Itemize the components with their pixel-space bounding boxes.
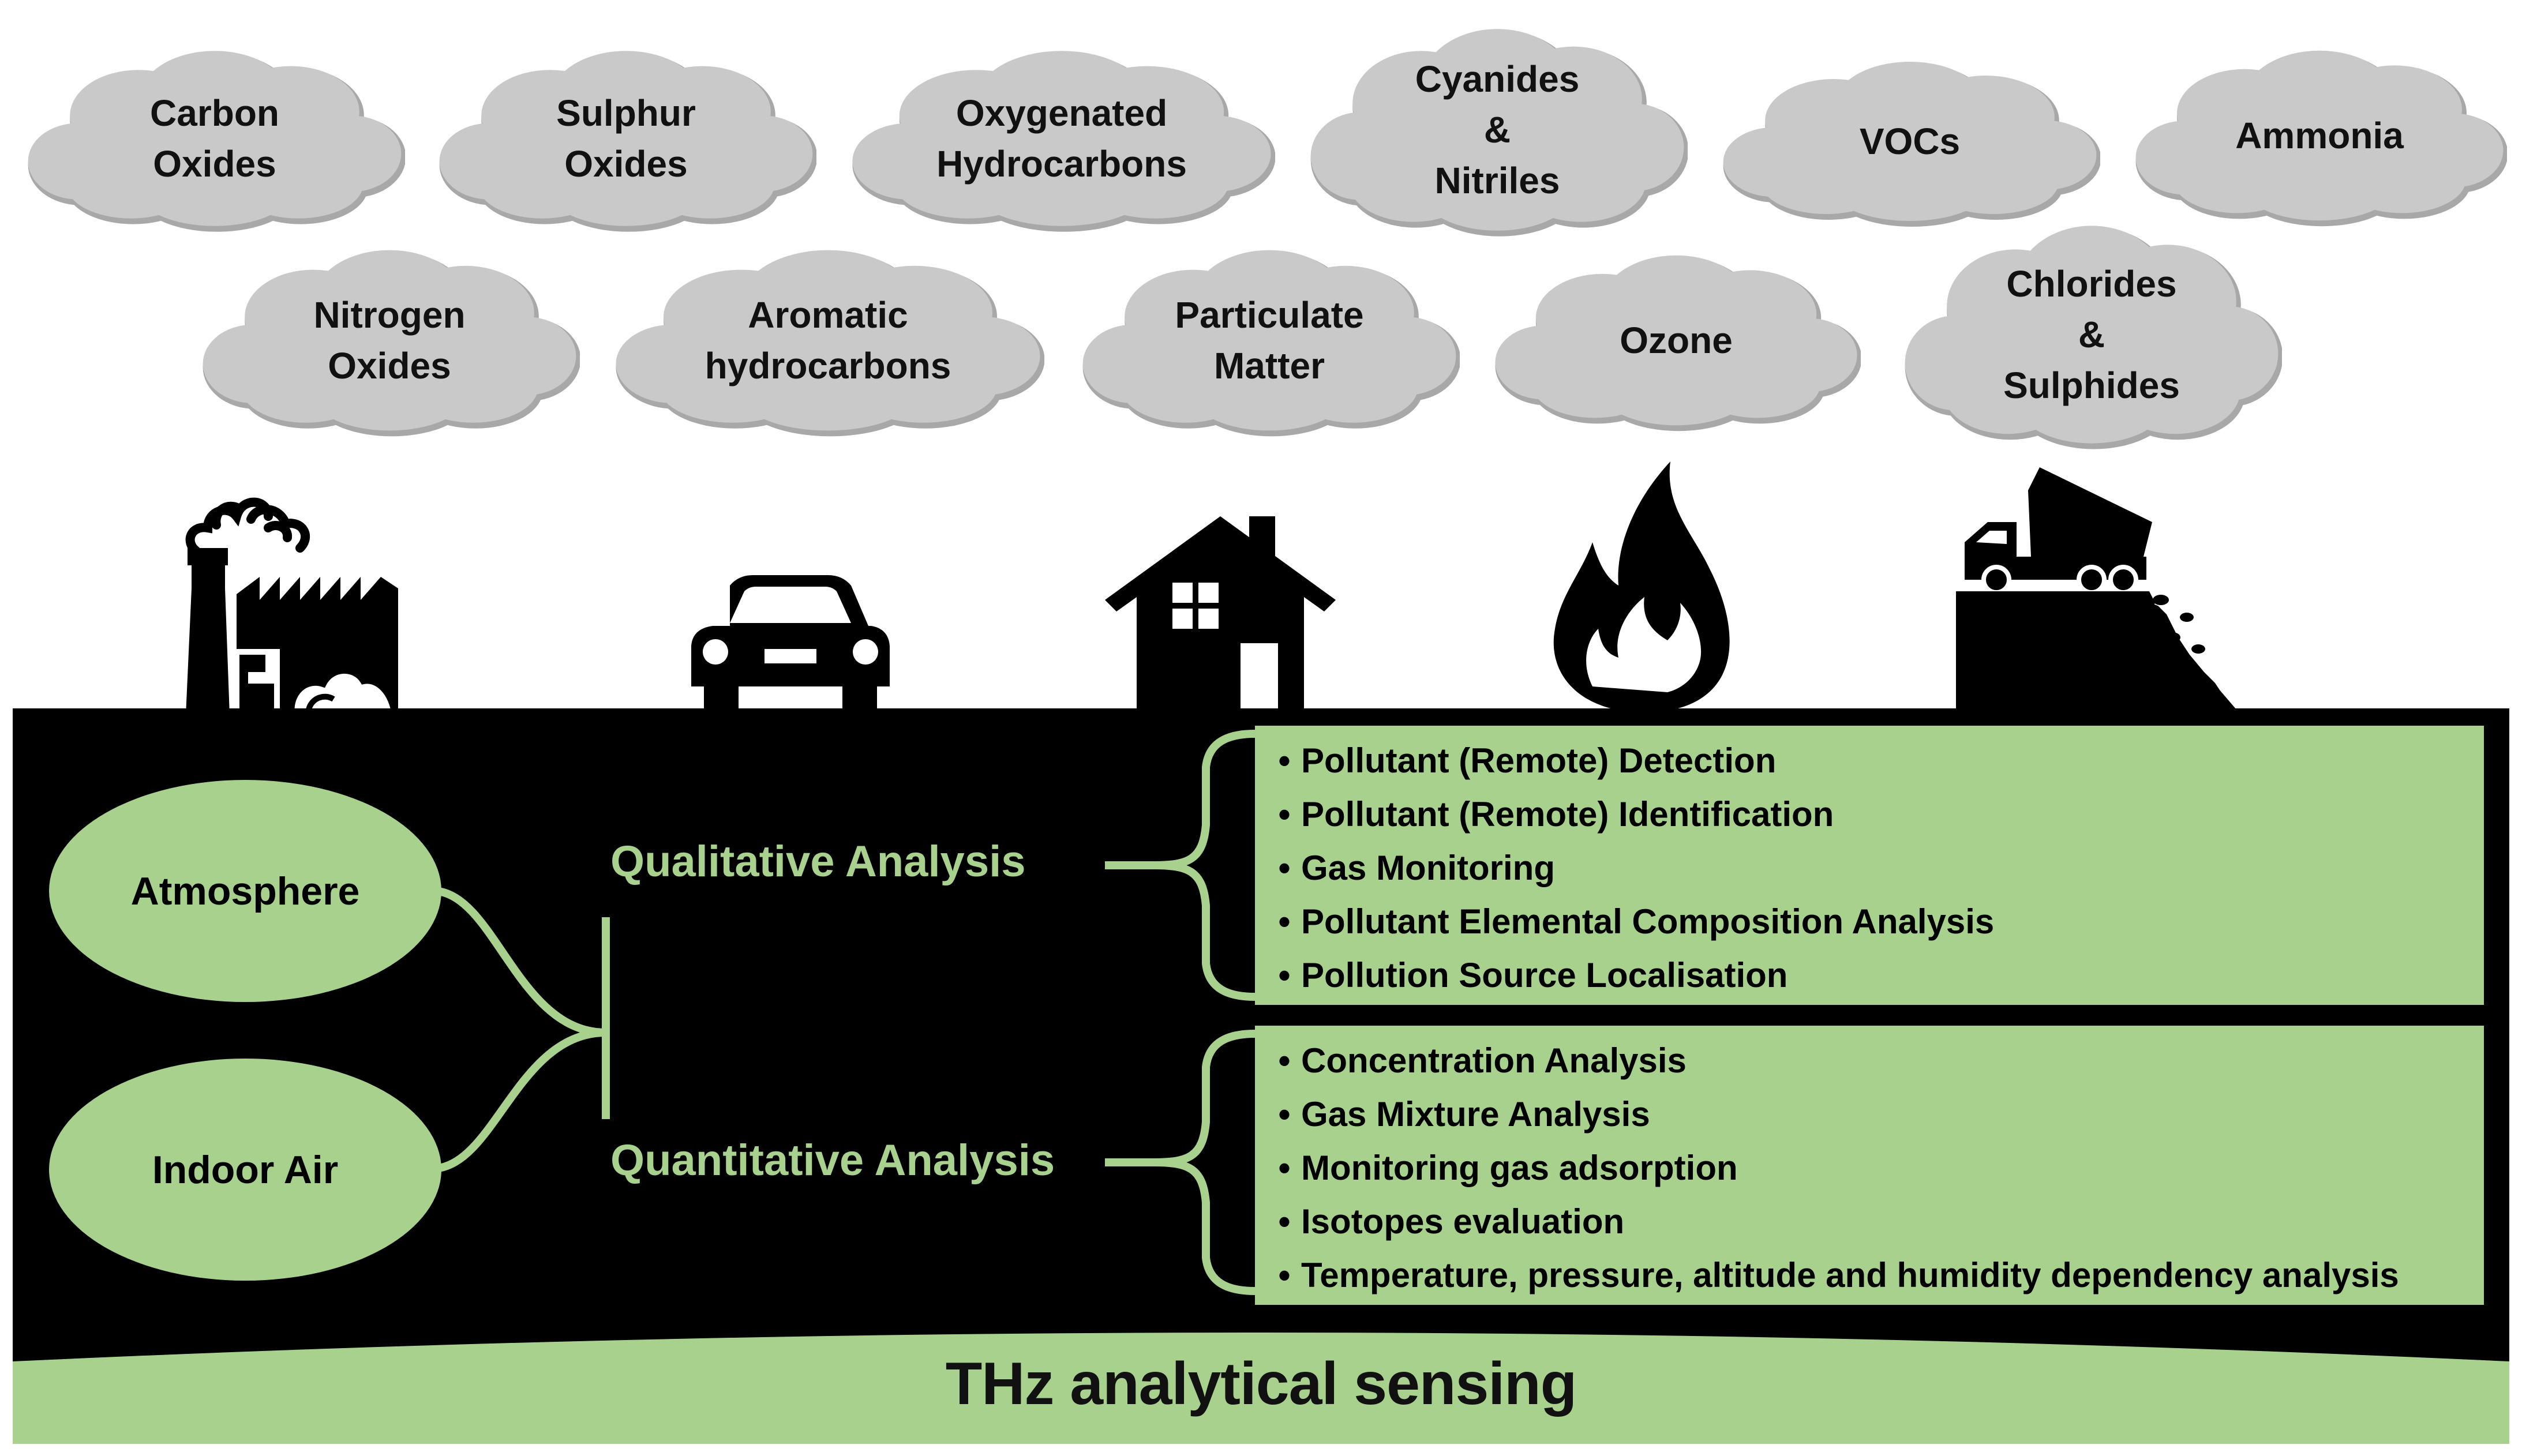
quantitative-analysis-label: Quantitative Analysis: [610, 1136, 1055, 1185]
factory-icon: [185, 497, 399, 715]
atmosphere-node: Atmosphere: [49, 780, 441, 1002]
car-icon: [691, 575, 890, 710]
list-item: Monitoring gas adsorption: [1268, 1141, 2484, 1195]
quantitative-list: Concentration Analysis Gas Mixture Analy…: [1255, 1026, 2484, 1302]
cloud-label: Sulphur Oxides: [556, 92, 696, 185]
list-item: Pollutant (Remote) Detection: [1268, 734, 2484, 787]
cloud-shape: [1082, 250, 1460, 437]
cloud-sulphur-oxides: Sulphur Oxides: [436, 43, 816, 234]
cloud-shape: [28, 51, 405, 232]
atmosphere-label: Atmosphere: [130, 869, 360, 913]
cloud-ammonia: Ammonia: [2132, 43, 2507, 228]
cloud-label: Ozone: [1620, 320, 1733, 361]
cloud-label: Particulate Matter: [1175, 294, 1364, 386]
list-item: Pollution Source Localisation: [1268, 948, 2484, 1002]
cloud-particulate-matter: Particulate Matter: [1079, 242, 1460, 438]
cloud-shape: [1723, 62, 2100, 227]
list-item: Concentration Analysis: [1268, 1034, 2484, 1087]
cloud-shape: [203, 250, 580, 437]
indoor-air-node: Indoor Air: [49, 1059, 441, 1281]
cloud-label: Aromatic hydrocarbons: [704, 294, 951, 386]
cloud-aromatic-hydrocarbons: Aromatic hydrocarbons: [612, 242, 1044, 438]
cloud-label: Nitrogen Oxides: [313, 294, 466, 386]
list-item: Pollutant Elemental Composition Analysis: [1268, 895, 2484, 948]
cloud-nitrogen-oxides: Nitrogen Oxides: [199, 242, 580, 438]
indoor-air-label: Indoor Air: [152, 1147, 339, 1192]
dump-truck-icon: [1956, 467, 2239, 712]
qualitative-list: Pollutant (Remote) Detection Pollutant (…: [1255, 726, 2484, 1002]
cloud-shape: [439, 51, 816, 232]
cloud-shape: [852, 51, 1275, 232]
list-item: Temperature, pressure, altitude and humi…: [1268, 1248, 2484, 1302]
cloud-chlorides-sulphides: Chlorides & Sulphides: [1901, 216, 2282, 453]
quantitative-list-box: Concentration Analysis Gas Mixture Analy…: [1255, 1026, 2484, 1305]
cloud-label: Chlorides & Sulphides: [2003, 263, 2180, 406]
qualitative-analysis-label: Qualitative Analysis: [610, 837, 1026, 886]
cloud-carbon-oxides: Carbon Oxides: [24, 43, 405, 234]
cloud-shape: [1905, 226, 2282, 449]
cloud-vocs: VOCs: [1719, 55, 2100, 228]
qualitative-list-box: Pollutant (Remote) Detection Pollutant (…: [1255, 726, 2484, 1005]
fire-icon: [1553, 461, 1730, 712]
cloud-label: Cyanides & Nitriles: [1415, 58, 1580, 201]
cloud-oxygenated-hydrocarbons: Oxygenated Hydrocarbons: [848, 43, 1275, 234]
list-item: Pollutant (Remote) Identification: [1268, 787, 2484, 841]
cloud-shape: [616, 250, 1044, 437]
cloud-label: Oxygenated Hydrocarbons: [936, 92, 1187, 185]
list-item: Isotopes evaluation: [1268, 1195, 2484, 1248]
house-icon: [1105, 516, 1336, 712]
cloud-shape: [1495, 255, 1861, 431]
sensing-base: [13, 1333, 2509, 1444]
cloud-label: Carbon Oxides: [150, 92, 279, 185]
cloud-label: VOCs: [1859, 121, 1961, 162]
cloud-cyanides-nitriles: Cyanides & Nitriles: [1307, 20, 1688, 239]
cloud-ozone: Ozone: [1492, 248, 1861, 433]
thz-sensing-label: THz analytical sensing: [945, 1350, 1577, 1417]
cloud-shape: [1310, 29, 1688, 237]
list-item: Gas Monitoring: [1268, 841, 2484, 895]
list-item: Gas Mixture Analysis: [1268, 1087, 2484, 1141]
cloud-shape: [2135, 50, 2507, 227]
cloud-label: Ammonia: [2235, 115, 2404, 156]
